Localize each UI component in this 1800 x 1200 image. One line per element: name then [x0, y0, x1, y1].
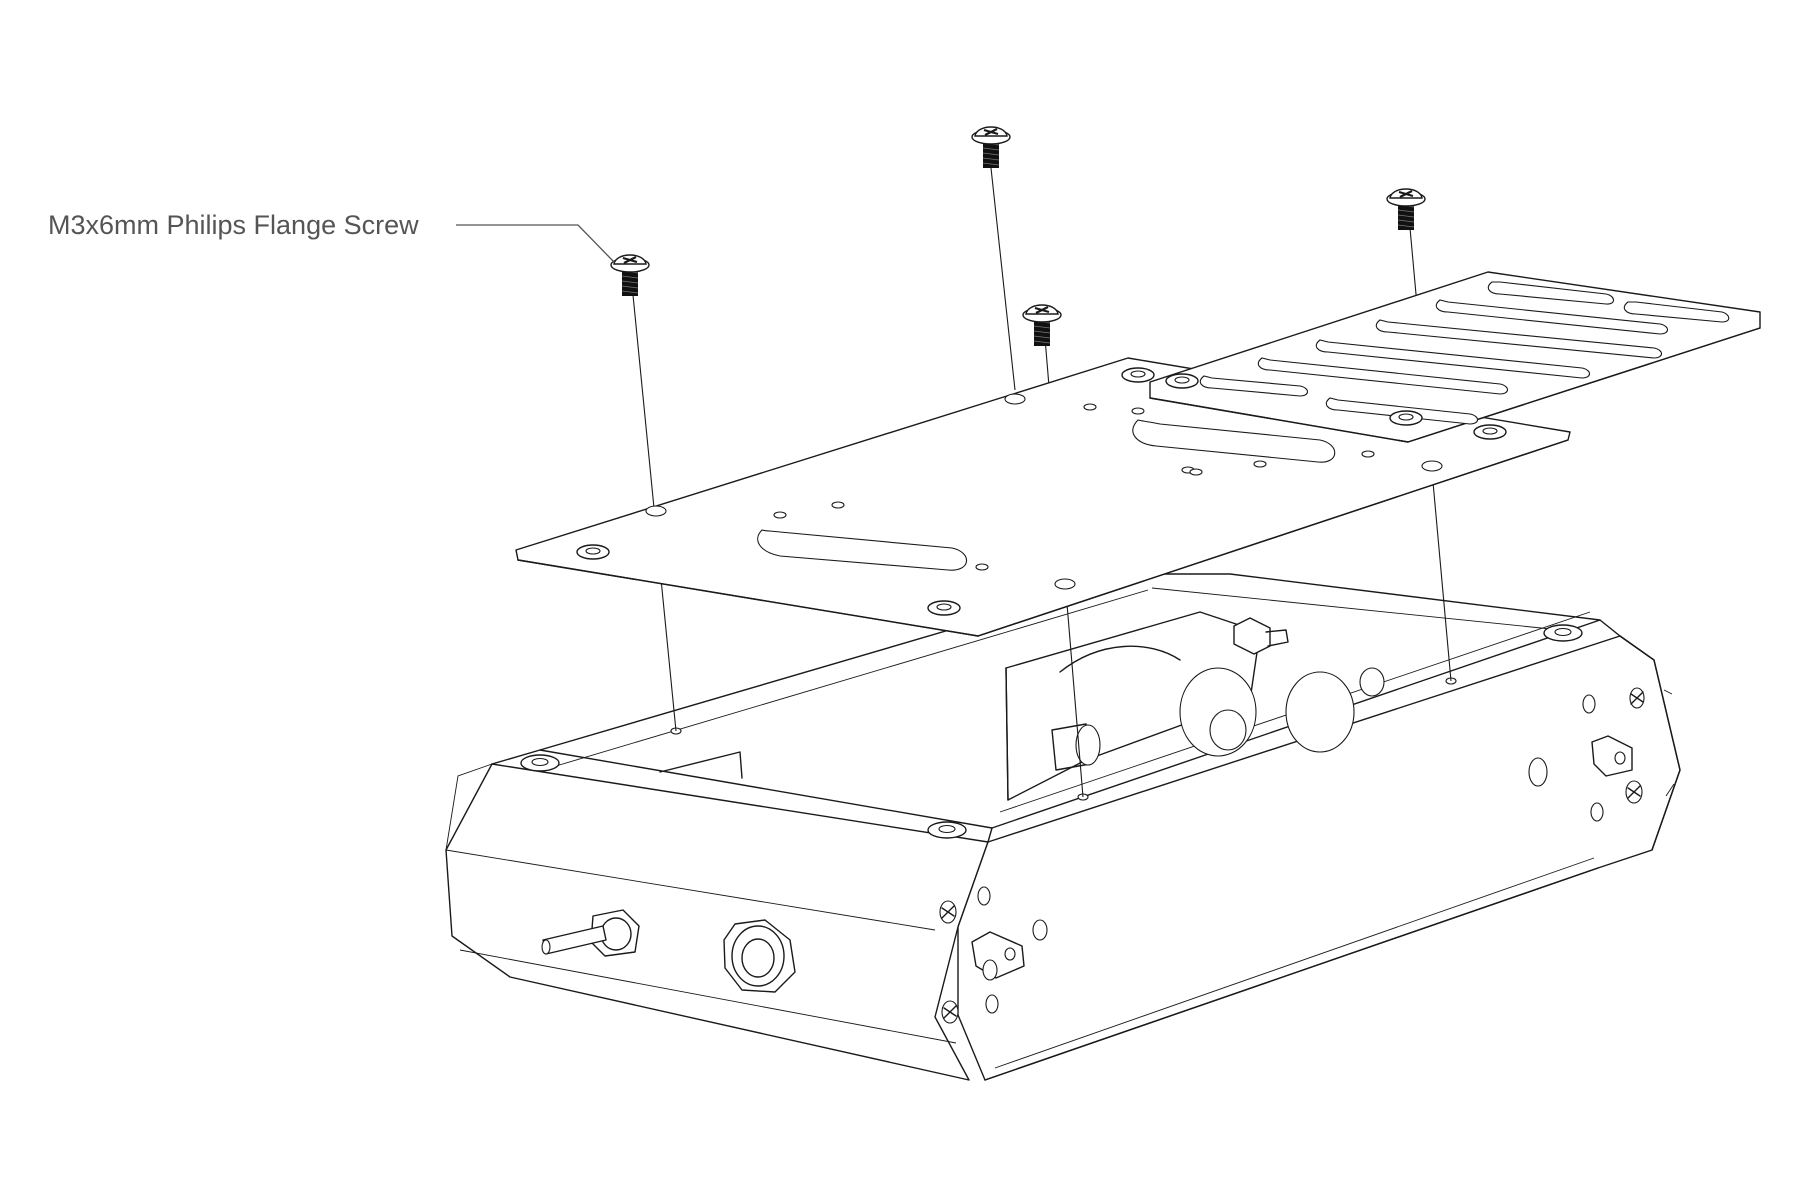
screw-callout: M3x6mm Philips Flange Screw	[48, 210, 615, 263]
screw-shank	[1034, 316, 1050, 346]
screw-shank	[983, 138, 999, 168]
screw-thread	[1397, 224, 1415, 228]
screw-thread	[1033, 325, 1051, 329]
exploded-screws	[610, 126, 1426, 346]
screw-right	[1386, 188, 1426, 230]
screw-thread	[982, 157, 1000, 161]
screw-thread	[1397, 209, 1415, 213]
philips-cross-icon	[983, 128, 999, 136]
screw-thread	[1397, 219, 1415, 223]
enclosure-corner-screws	[520, 624, 1583, 839]
philips-cross-icon	[1398, 190, 1414, 198]
standoff-nut	[1233, 617, 1289, 655]
screw-left	[610, 254, 650, 296]
motor-assembly	[1005, 611, 1385, 801]
top-plate-lower	[515, 357, 1571, 637]
push-button	[723, 919, 796, 993]
screw-thread	[1033, 335, 1051, 339]
enclosure-body	[445, 573, 1681, 1081]
screw-back	[971, 126, 1011, 168]
toggle-switch	[541, 909, 640, 957]
screw-thread	[982, 162, 1000, 166]
screw-thread	[621, 285, 639, 289]
screw-shank	[622, 266, 638, 296]
front-top-rail	[491, 749, 993, 843]
right-face-fittings	[939, 687, 1645, 1024]
front-panel	[445, 763, 989, 1081]
philips-cross-icon	[1034, 306, 1050, 314]
callout-label: M3x6mm Philips Flange Screw	[48, 210, 419, 240]
screw-center	[1022, 304, 1062, 346]
axis-line	[990, 167, 1016, 391]
screw-thread	[1033, 330, 1051, 334]
top-plate-upper	[1149, 271, 1761, 443]
philips-cross-icon	[622, 256, 638, 264]
screw-thread	[621, 290, 639, 294]
leader-line	[456, 224, 615, 263]
screw-thread	[1033, 340, 1051, 344]
screw-thread	[982, 147, 1000, 151]
screw-thread	[621, 275, 639, 279]
screw-thread	[1397, 214, 1415, 218]
screw-thread	[982, 152, 1000, 156]
screw-shank	[1398, 200, 1414, 230]
screw-thread	[621, 280, 639, 284]
